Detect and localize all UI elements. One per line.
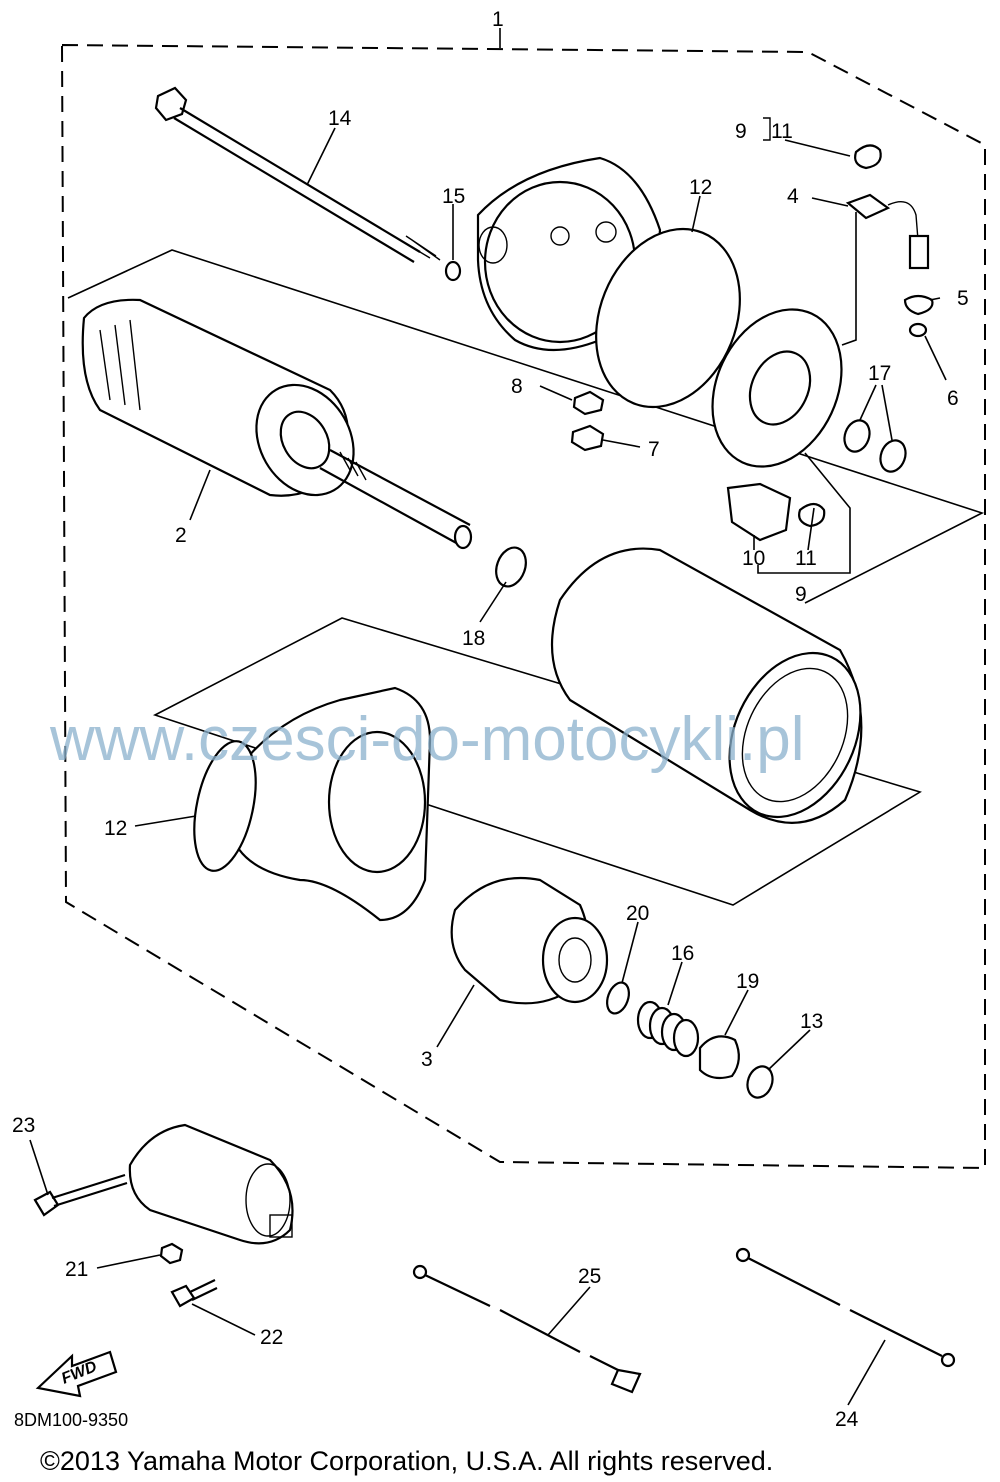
clutch-pinion-part [450,876,609,1005]
bushing-part [572,390,605,416]
part-number: 11 [771,120,793,143]
circlip-part [606,981,630,1015]
rear-o-ring-part [595,227,741,409]
part-number: 16 [671,942,694,965]
front-o-ring-part [193,740,257,872]
armature-part [81,298,473,550]
part-number: 13 [800,1010,823,1033]
leader-lines [29,117,947,1406]
part-number: 12 [104,817,127,840]
part-number: 14 [328,107,352,130]
part-number: 3 [421,1048,433,1071]
o-ring-part [444,260,462,282]
grommet-part [903,294,934,316]
part-number: 2 [175,524,187,547]
part-number: 22 [260,1326,283,1349]
armature-group-outline [67,249,985,604]
part-number: 10 [742,547,765,570]
washer-part [843,419,871,453]
brush-spring-part [798,502,826,528]
watermark-text: www.czesci-do-motocykli.pl [49,705,805,774]
part-number: 6 [947,387,959,410]
part-number: 12 [689,176,712,199]
collar-part [698,1035,740,1080]
assembly-nut-part [159,1242,184,1265]
yoke-part [550,547,863,824]
assembly-boundary [60,43,986,1170]
assembly-bolt-part [170,1279,218,1308]
mounting-bolt-part [33,1173,128,1217]
through-bolt-part [154,86,441,263]
part-number: 9 [735,120,747,143]
washer-small-part [908,322,928,338]
part-number-labels: 1 2 3 4 5 6 7 8 9 9 10 11 11 12 12 13 14… [12,8,969,1431]
washer-part-b [879,439,907,473]
copyright-text: ©2013 Yamaha Motor Corporation, U.S.A. A… [40,1446,773,1476]
brush-spring-top-part [854,144,882,170]
part-number: 11 [795,547,817,570]
diagram-code: 8DM100-9350 [14,1410,128,1430]
part-number: 20 [626,902,649,925]
part-number: 25 [578,1265,601,1288]
snap-ring-part [746,1065,774,1099]
pinion-spring-part [636,1000,700,1058]
part-number: 7 [648,438,660,461]
brush-holder-part [726,482,792,542]
nut-part [570,424,605,452]
ground-cable-part [735,1247,956,1368]
starter-assembly-view [128,1123,294,1245]
brush-plate-part [711,308,843,468]
starter-cable-part [412,1264,642,1394]
part-number: 18 [462,627,485,650]
part-number: 21 [65,1258,88,1281]
fwd-arrow-icon: FWD [35,1350,118,1398]
front-cover-part [228,686,432,922]
part-number: 4 [787,185,799,208]
part-number: 19 [736,970,759,993]
part-number: 5 [957,287,969,310]
part-number: 8 [511,375,523,398]
part-number: 9 [795,583,807,606]
part-number: 15 [442,185,465,208]
brush-lead-part [845,193,930,270]
part-number: 24 [835,1408,859,1431]
part-number: 1 [492,8,504,31]
part-number: 23 [12,1114,35,1137]
part-number: 17 [868,362,891,385]
thrust-washer-part [495,546,527,588]
